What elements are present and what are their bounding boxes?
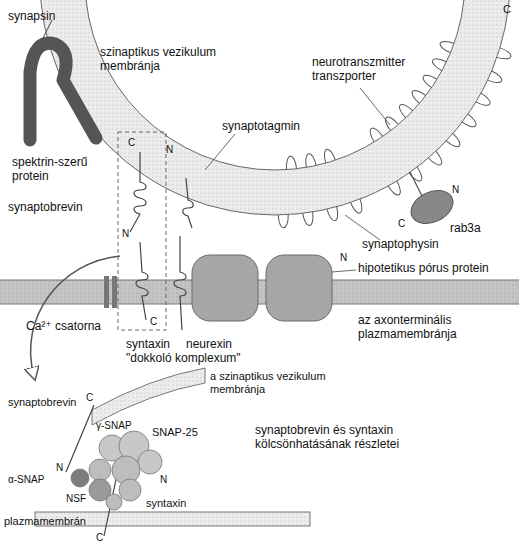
part-label: C xyxy=(503,3,511,16)
ca-channel xyxy=(112,276,117,308)
part-label: N xyxy=(122,228,129,240)
pore-protein xyxy=(266,255,332,321)
part-label: synaptophysin xyxy=(362,238,439,252)
part-label: N xyxy=(166,144,173,156)
leader-line xyxy=(332,270,356,272)
part-label: a szinaptikus vezikulum membránja xyxy=(210,370,335,395)
part-label: C xyxy=(150,316,157,328)
inset-vesicle-membrane xyxy=(92,368,205,425)
part-label: SNAP-25 xyxy=(152,426,198,439)
synaptobrevin-shape xyxy=(130,152,146,232)
part-label: N xyxy=(160,474,167,486)
inset-synaptobrevin xyxy=(66,405,94,472)
leader-line xyxy=(360,88,390,125)
part-label: "dokkoló komplexum" xyxy=(126,352,241,366)
part-label: syntaxin xyxy=(146,497,186,510)
part-label: γ-SNAP xyxy=(96,420,132,432)
part-label: neurotranszmitter transzporter xyxy=(312,56,424,84)
plasma-membrane xyxy=(0,280,519,304)
part-label: N xyxy=(452,184,459,196)
vesicle-outline xyxy=(85,0,465,170)
part-label: C xyxy=(398,218,405,230)
part-label: C xyxy=(96,532,103,544)
part-label: Ca²⁺ csatorna xyxy=(26,320,101,334)
part-label: synapsin xyxy=(8,10,55,24)
part-label: hipotetikus pórus protein xyxy=(358,262,489,276)
part-label: synaptobrevin és syntaxin kölcsönhatásán… xyxy=(255,424,445,452)
part-label: spektrin-szerű protein xyxy=(12,156,102,184)
anchor-line xyxy=(410,172,422,196)
part-label: szinaptikus vezikulum membránja xyxy=(100,46,225,74)
part-label: syntaxin xyxy=(126,338,170,352)
part-label: synaptobrevin xyxy=(8,201,83,215)
part-label: az axonterminális plazmamembránja xyxy=(358,314,470,342)
part-label: N xyxy=(56,462,63,474)
part-label: C xyxy=(86,392,93,404)
vesicle-membrane xyxy=(63,0,488,193)
vesicle-outline xyxy=(40,0,510,215)
part-label: rab3a xyxy=(450,222,481,236)
syntaxin-shape xyxy=(136,242,148,320)
part-label: synaptobrevin xyxy=(8,396,77,409)
leader-line xyxy=(345,215,380,240)
part-label: plazmamembrán xyxy=(4,515,86,528)
part-label: N xyxy=(340,252,347,264)
part-label: C xyxy=(128,137,135,149)
docking-box xyxy=(118,132,166,330)
part-label: synaptotagmin xyxy=(222,120,300,134)
detail-arrow xyxy=(31,256,120,376)
synapsin-shape xyxy=(30,43,96,140)
neurexin-shape xyxy=(174,236,186,330)
ca-channel xyxy=(104,276,109,308)
leader-line xyxy=(205,134,235,170)
synaptotagmin-shape xyxy=(183,178,194,228)
part-label: α-SNAP xyxy=(8,474,44,486)
pore-protein xyxy=(192,255,258,321)
part-label: neurexin xyxy=(186,338,232,352)
part-label: NSF xyxy=(66,493,86,505)
